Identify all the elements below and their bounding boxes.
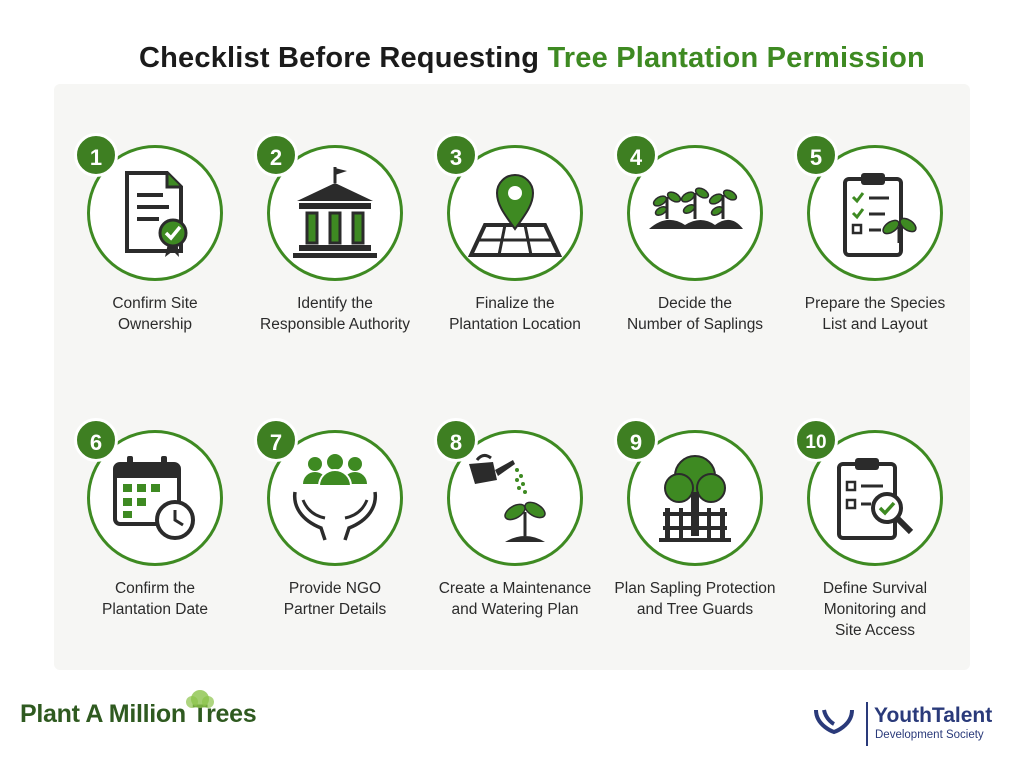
caption-line: Create a Maintenance: [438, 580, 592, 597]
group-hands-icon: [292, 452, 378, 541]
tree-guard-icon: [659, 455, 731, 542]
caption-line: and Tree Guards: [636, 601, 754, 618]
title-text: Checklist Before Requesting: [139, 42, 548, 74]
step-caption: Create a Maintenance and Watering Plan: [415, 578, 615, 620]
caption-line: Plan Sapling Protection: [614, 580, 776, 597]
calendar-clock-icon: [113, 456, 195, 540]
caption-line: Finalize the: [475, 295, 555, 312]
caption-line: Define Survival: [822, 580, 928, 597]
step-caption: Decide the Number of Saplings: [595, 293, 795, 335]
caption-line: and Watering Plan: [451, 601, 579, 618]
step-number-badge: 5: [794, 133, 838, 177]
step-number-badge: 7: [254, 418, 298, 462]
caption-line: Monitoring and: [823, 601, 927, 618]
caption-line: Plantation Location: [449, 316, 581, 333]
caption-line: Partner Details: [283, 601, 387, 618]
step-number-badge: 3: [434, 133, 478, 177]
caption-line: Plantation Date: [102, 601, 208, 618]
map-pin-icon: [467, 174, 563, 257]
caption-line: Confirm the: [114, 580, 196, 597]
heart-logo-icon: [814, 709, 854, 735]
step-number-badge: 4: [614, 133, 658, 177]
clipboard-checklist-icon: [843, 173, 917, 257]
step-caption: Plan Sapling Protection and Tree Guards: [595, 578, 795, 620]
page-title: Checklist Before Requesting Tree Plantat…: [0, 42, 1024, 75]
certificate-document-icon: [125, 171, 188, 257]
logo-text: Plant A Million Trees: [20, 700, 257, 728]
step-caption: Define Survival Monitoring and Site Acce…: [775, 578, 975, 641]
step-caption: Prepare the Species List and Layout: [775, 293, 975, 335]
step-caption: Confirm Site Ownership: [55, 293, 255, 335]
caption-line: Identify the: [297, 295, 373, 312]
step-number-badge: 2: [254, 133, 298, 177]
caption-line: Decide the: [657, 295, 733, 312]
caption-line: Site Access: [834, 622, 916, 639]
step-number-badge: 9: [614, 418, 658, 462]
plant-a-million-trees-logo: Plant A Million Trees: [20, 690, 257, 729]
step-number-badge: 8: [434, 418, 478, 462]
step-caption: Provide NGO Partner Details: [235, 578, 435, 620]
step-caption: Identify the Responsible Authority: [235, 293, 435, 335]
title-highlight: Tree Plantation Permission: [547, 42, 925, 74]
step-number-badge: 10: [794, 418, 838, 462]
caption-line: Prepare the Species: [804, 295, 946, 312]
caption-line: Ownership: [117, 316, 193, 333]
caption-line: Responsible Authority: [260, 316, 410, 333]
saplings-icon: [649, 187, 743, 229]
government-building-icon: [293, 167, 377, 258]
step-number-badge: 1: [74, 133, 118, 177]
watering-can-icon: [469, 453, 546, 542]
step-caption: Finalize the Plantation Location: [415, 293, 615, 335]
step-number-badge: 6: [74, 418, 118, 462]
clipboard-magnifier-icon: [837, 458, 914, 540]
step-caption: Confirm the Plantation Date: [55, 578, 255, 620]
caption-line: Provide NGO: [288, 580, 382, 597]
caption-line: List and Layout: [822, 316, 928, 333]
tree-logo-icon: [186, 690, 214, 708]
logo-divider: [866, 702, 868, 746]
caption-line: Number of Saplings: [626, 316, 764, 333]
logo-subtitle: Development Society: [875, 729, 984, 741]
caption-line: Confirm Site: [112, 295, 198, 312]
logo-name: YouthTalent: [874, 704, 993, 727]
